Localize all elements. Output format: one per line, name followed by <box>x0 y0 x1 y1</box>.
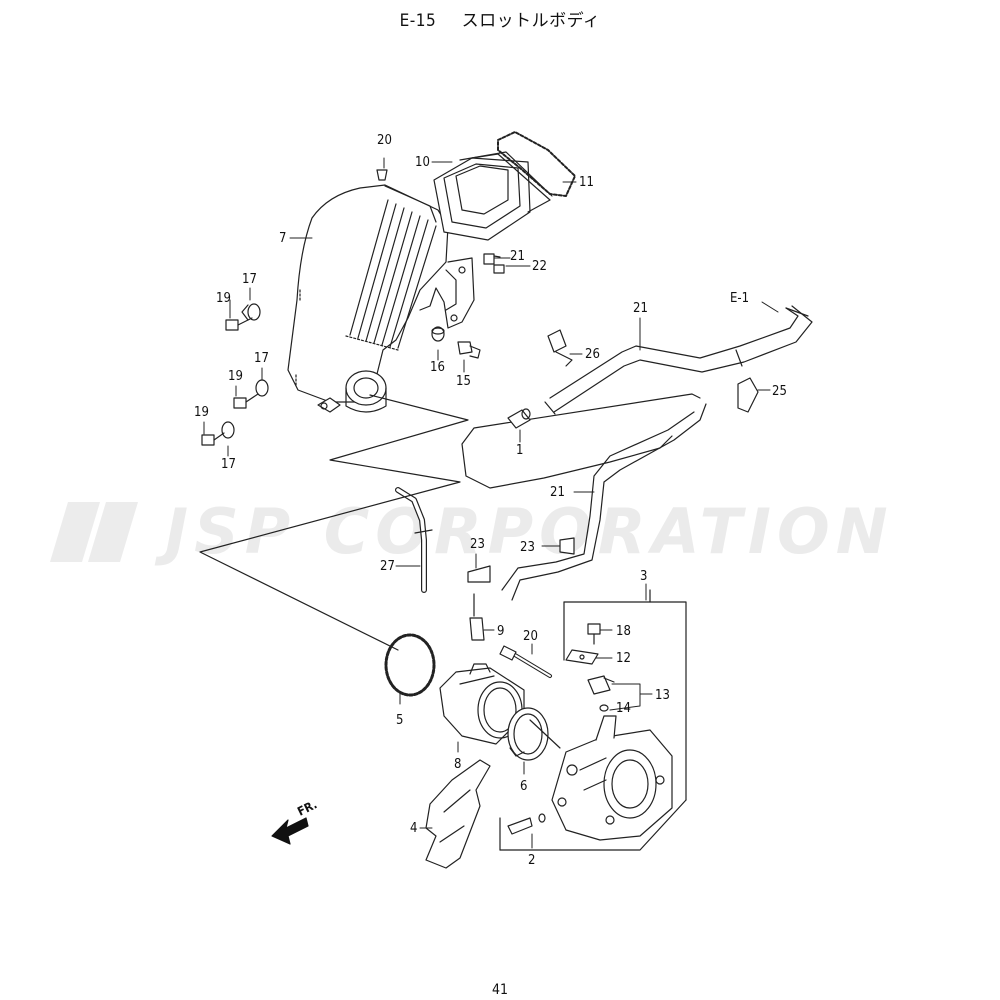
callout-label: 17 <box>254 351 269 366</box>
bolt-19-b <box>233 393 259 409</box>
callout-label: 1 <box>516 443 523 458</box>
callout-label: 2 <box>528 853 535 868</box>
bolt-20 <box>499 645 552 678</box>
callout-labels: 20 10 11 7 21 22 17 19 17 19 19 17 16 15… <box>194 133 787 868</box>
callout-label: 21 <box>510 249 525 264</box>
callout-label: 17 <box>242 272 257 287</box>
bolt-24-top <box>376 169 388 181</box>
callout-label: 19 <box>228 369 243 384</box>
washer-17-a <box>241 303 261 321</box>
grommet-16 <box>431 326 445 342</box>
front-arrow-icon <box>271 817 309 845</box>
callout-label: 21 <box>633 301 648 316</box>
section-name: スロットルボディ <box>461 11 601 31</box>
page-title: E-15 スロットルボディ <box>0 6 1000 31</box>
clip-26 <box>547 329 573 367</box>
section-code: E-15 <box>399 11 437 31</box>
sensor-18-screw <box>587 623 601 645</box>
callout-label: 20 <box>523 629 538 644</box>
throttle-body <box>551 715 673 841</box>
duct-gasket <box>497 131 576 197</box>
callout-label: 11 <box>579 175 594 190</box>
callout-label: 20 <box>377 133 392 148</box>
callout-label: 13 <box>655 688 670 703</box>
sensor-13 <box>587 675 615 695</box>
callout-label: 26 <box>585 347 600 362</box>
hose-22 <box>544 305 813 415</box>
callout-label: 12 <box>616 651 631 666</box>
plate-12 <box>565 649 599 665</box>
callout-label: 17 <box>221 457 236 472</box>
callout-label: 9 <box>497 624 504 639</box>
hose-clamp-6 <box>507 707 549 761</box>
callout-label: 25 <box>772 384 787 399</box>
callout-label: 8 <box>454 757 461 772</box>
air-cleaner-case <box>287 184 475 413</box>
ref-label: E-1 <box>730 291 749 306</box>
callout-label: 22 <box>532 259 547 274</box>
callout-label: 10 <box>415 155 430 170</box>
callout-label: 14 <box>616 701 631 716</box>
bolt-24-right-2 <box>493 264 505 274</box>
page-number: 41 <box>491 982 509 998</box>
callout-label: 3 <box>640 569 647 584</box>
hose-21 <box>461 393 707 601</box>
callout-label: 19 <box>216 291 231 306</box>
bolt-24-right <box>483 253 501 265</box>
callout-label: 23 <box>470 537 485 552</box>
bolt-19-a <box>225 317 253 331</box>
watermark-text: JSP CORPORATION <box>165 495 894 568</box>
bolt-19-c <box>201 432 225 446</box>
callout-label: 18 <box>616 624 631 639</box>
leader-lines <box>199 394 475 651</box>
watermark-logo-icon <box>50 502 138 562</box>
fitting-1 <box>507 408 531 429</box>
cover-4 <box>425 759 491 869</box>
drain-tube-27 <box>395 487 433 593</box>
sensor-15 <box>457 341 481 359</box>
clip-25 <box>737 377 759 413</box>
callout-leaders <box>203 157 779 849</box>
callout-label: 7 <box>279 231 286 246</box>
screw-2 <box>507 813 546 835</box>
callout-label: 23 <box>520 540 535 555</box>
callout-label: 15 <box>456 374 471 389</box>
callout-label: 5 <box>396 713 403 728</box>
callout-label: 19 <box>194 405 209 420</box>
clip-23-b <box>559 537 575 555</box>
callout-label: 27 <box>380 559 395 574</box>
hose-9 <box>469 617 485 641</box>
front-direction-label: FR. <box>295 797 319 818</box>
callout-label: 6 <box>520 779 527 794</box>
callout-label: 21 <box>550 485 565 500</box>
intake-duct <box>433 151 553 241</box>
callout-label: 16 <box>430 360 445 375</box>
watermark: JSP CORPORATION <box>40 497 970 567</box>
washer-17-c <box>221 421 235 439</box>
throttle-body-assembly-bracket <box>499 589 687 851</box>
o-ring-14 <box>599 704 609 712</box>
callout-label: 4 <box>410 821 417 836</box>
clip-23-a <box>467 565 491 583</box>
clamp-band-5 <box>384 633 436 697</box>
